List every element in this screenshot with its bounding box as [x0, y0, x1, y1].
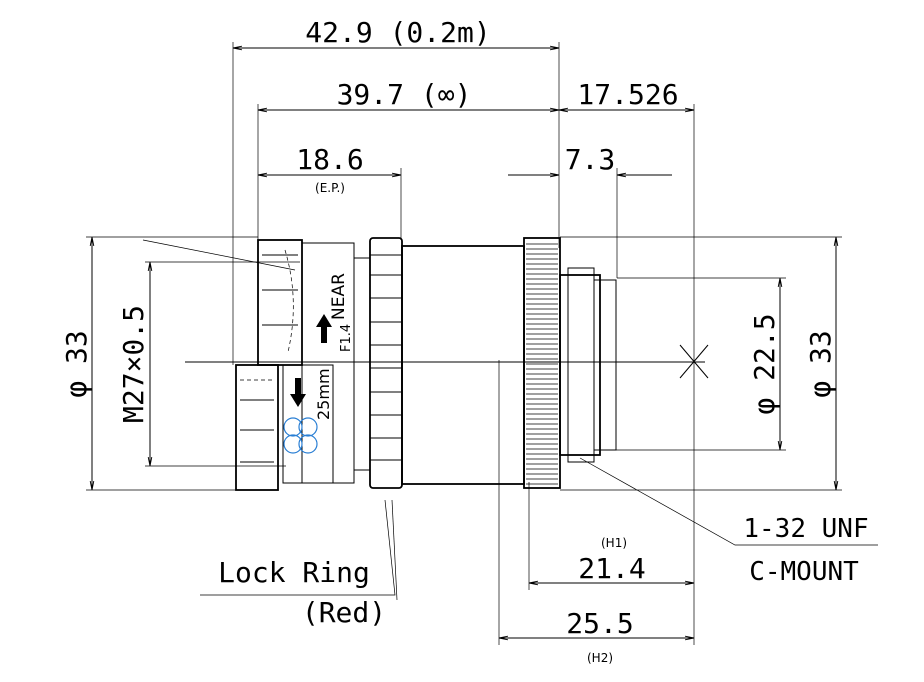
callout-labels: 1-32 UNF C-MOUNT Lock Ring (Red) [218, 514, 868, 629]
mount-flange [559, 274, 601, 456]
lock-ring-color-label: (Red) [302, 596, 386, 629]
extension-lines [86, 42, 842, 645]
lens-body [235, 237, 617, 491]
near-marking: NEAR [329, 273, 349, 320]
dim-rear-protrusion: 7.3 [565, 143, 616, 176]
lens-markings: NEAR F1.4 25mm [283, 273, 354, 454]
dim-h2: 25.5 [566, 607, 633, 640]
dim-overall-close: 42.9 (0.2m) [305, 16, 490, 49]
dim-mount-diameter: φ 22.5 [748, 313, 781, 414]
dim-flange-back: 17.526 [577, 78, 678, 111]
arrow-down-icon [290, 378, 306, 407]
dim-entrance-pupil-note: (E.P.) [315, 181, 345, 195]
dim-h1: 21.4 [578, 552, 645, 585]
index-dot-indicator [283, 417, 318, 454]
c-mount-thread [567, 267, 595, 463]
mount-type-label: C-MOUNT [749, 557, 859, 587]
lock-ring-label: Lock Ring [218, 556, 370, 589]
focal-length-marking: 25mm [314, 368, 333, 420]
f-number-marking: F1.4 [339, 324, 354, 352]
front-barrel [257, 239, 303, 366]
front-barrel-lower [235, 364, 279, 491]
arrow-up-icon [316, 314, 332, 343]
iris-ring [523, 237, 561, 489]
leader-lines [142, 239, 878, 601]
dim-h2-note: (H2) [587, 651, 613, 665]
optical-center-mark [679, 344, 709, 379]
dim-outer-diameter-left: φ 33 [60, 330, 93, 397]
dimension-lines [92, 48, 836, 638]
dim-outer-diameter-right: φ 33 [804, 330, 837, 397]
dimension-texts: 42.9 (0.2m) 39.7 (∞) 17.526 18.6 (E.P.) … [60, 16, 837, 665]
main-tube [401, 245, 525, 485]
dim-overall-inf: 39.7 (∞) [337, 78, 472, 111]
mount-thread-label: 1-32 UNF [743, 514, 868, 544]
dim-h1-note: (H1) [601, 536, 627, 550]
dim-entrance-pupil: 18.6 [296, 143, 363, 176]
dim-filter-thread: M27×0.5 [117, 305, 150, 423]
